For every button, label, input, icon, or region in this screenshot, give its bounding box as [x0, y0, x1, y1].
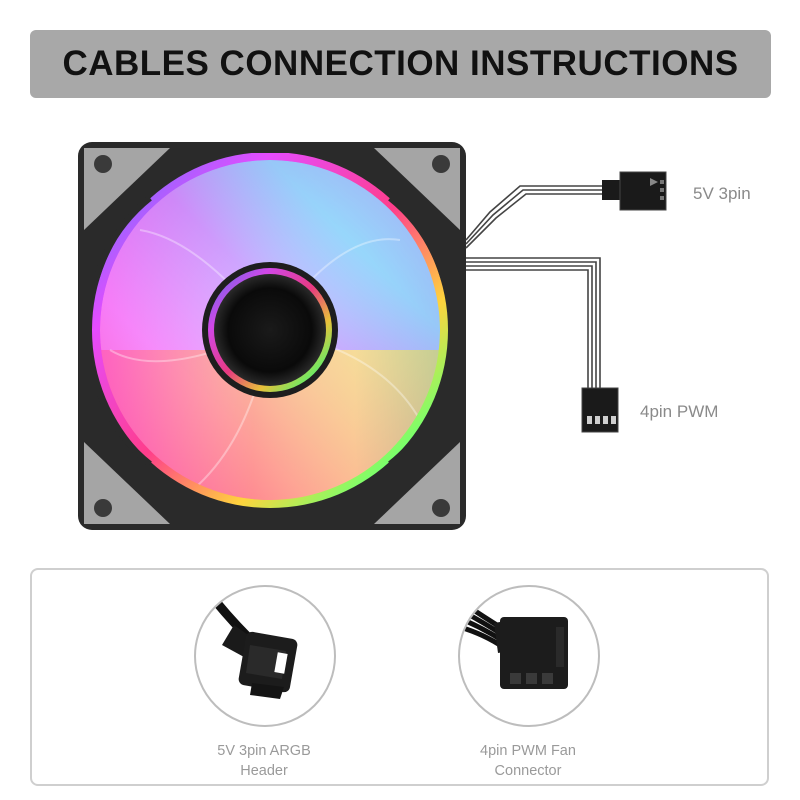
- connector-panel: 5V 3pin ARGB Header 4pin PWM Fa: [30, 568, 769, 786]
- page-title: CABLES CONNECTION INSTRUCTIONS: [62, 44, 739, 83]
- pwm-connector-label-1: 4pin PWM Fan: [480, 743, 576, 759]
- pwm-connector-label-2: Connector: [494, 763, 562, 779]
- pwm-4pin-plug-icon: [581, 387, 619, 433]
- label-4pin-pwm: 4pin PWM: [640, 402, 719, 421]
- argb-connector-label-2: Header: [240, 763, 288, 779]
- rgb-fan-icon: [78, 142, 667, 530]
- connector-argb: 5V 3pin ARGB Header: [194, 585, 336, 781]
- argb-3pin-plug-icon: [602, 180, 622, 200]
- argb-connector-icon: [194, 585, 336, 727]
- fan-diagram: [0, 120, 800, 550]
- pwm-connector-icon: [458, 585, 600, 727]
- label-5v-3pin: 5V 3pin: [693, 184, 751, 203]
- title-banner: CABLES CONNECTION INSTRUCTIONS: [30, 30, 771, 98]
- argb-connector-label-1: 5V 3pin ARGB: [217, 743, 311, 759]
- connector-pwm: 4pin PWM Fan Connector: [458, 585, 600, 781]
